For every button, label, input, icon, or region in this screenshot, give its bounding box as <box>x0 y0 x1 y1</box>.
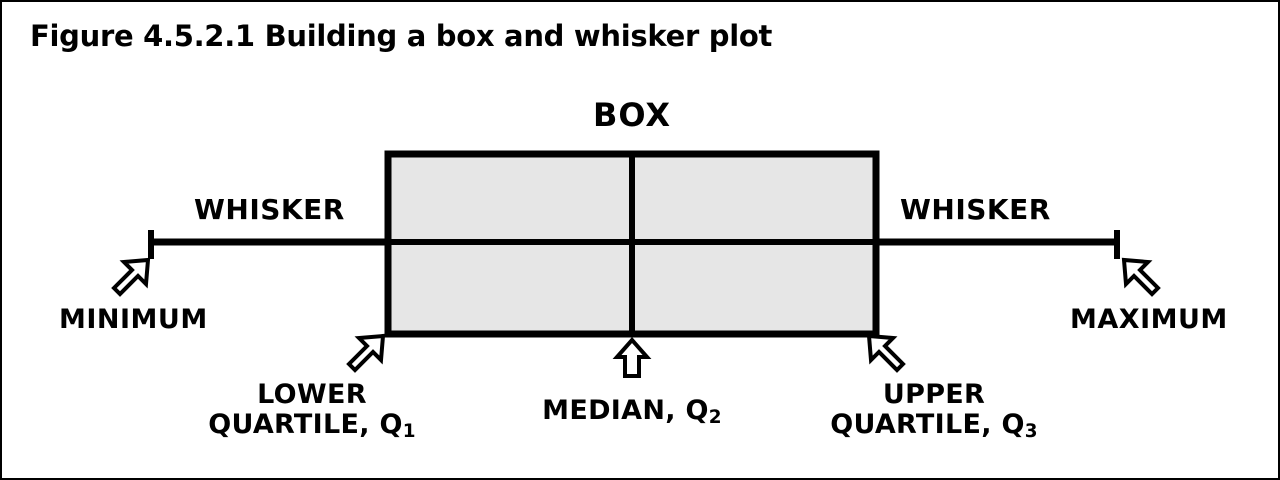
upper-quartile-line-1: UPPER <box>882 379 986 410</box>
whisker-label-right: WHISKER <box>900 193 1051 226</box>
lower-quartile-text: QUARTILE, Q <box>208 409 403 441</box>
upper-quartile-label: UPPER QUARTILE, Q3 <box>814 379 1054 443</box>
whisker-label-left: WHISKER <box>194 193 345 226</box>
minimum-arrow <box>111 257 151 297</box>
upper-quartile-subscript: 3 <box>1024 421 1038 443</box>
minimum-label: MINIMUM <box>59 304 208 335</box>
lower-quartile-line-1: LOWER <box>257 379 367 410</box>
maximum-label: MAXIMUM <box>1070 304 1228 335</box>
upper-quartile-arrow <box>866 333 906 373</box>
median-label: MEDIAN, Q2 <box>522 395 742 429</box>
lower-quartile-arrow <box>346 333 386 373</box>
maximum-arrow <box>1121 257 1161 297</box>
lower-quartile-line-2: QUARTILE, Q1 <box>192 410 432 443</box>
median-arrow <box>612 336 652 378</box>
page-title: Figure 4.5.2.1 Building a box and whiske… <box>30 19 773 53</box>
upper-quartile-text: QUARTILE, Q <box>830 409 1025 441</box>
lower-quartile-subscript: 1 <box>402 421 416 443</box>
median-subscript: 2 <box>708 407 722 429</box>
upper-quartile-line-2: QUARTILE, Q3 <box>814 410 1054 443</box>
lower-quartile-label: LOWER QUARTILE, Q1 <box>192 379 432 443</box>
box-label: BOX <box>592 96 672 134</box>
median-text: MEDIAN, Q <box>542 395 709 426</box>
